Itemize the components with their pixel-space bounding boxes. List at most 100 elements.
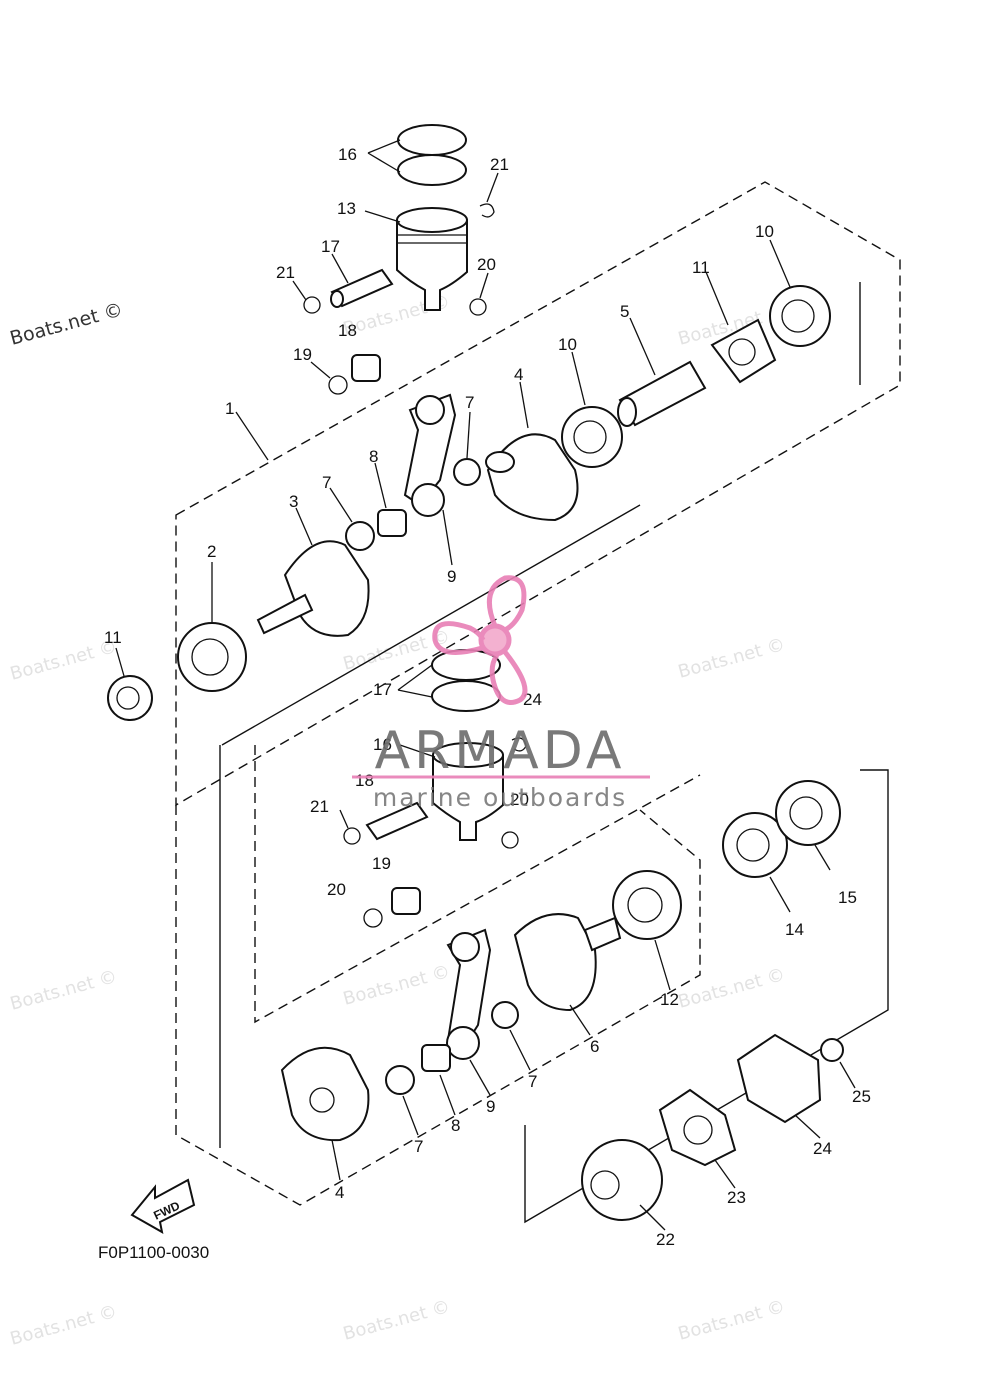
thrust-washer-part [453,458,481,486]
callout-label: 21 [490,155,509,174]
callout-label: 11 [104,628,122,647]
circlip-part [511,737,527,752]
coupling-part [710,318,777,384]
watermark-text: Boats.net © [8,1301,120,1350]
callout-label: 24 [523,690,542,709]
callout-label: 11 [692,258,710,277]
callout-label: 13 [337,199,356,218]
coupling-hub-part [581,1139,663,1221]
circlip-part [343,827,361,845]
drawing-code: F0P1100-0030 [98,1243,209,1262]
piston-ring-part [397,154,467,186]
logo-name: ARMADA [375,721,626,781]
callout-label: 10 [558,335,577,354]
assembly-outlines [175,181,901,1224]
upper-crank-assembly-outline [175,181,901,807]
thrust-washer-part [491,1001,519,1029]
lower-parts [280,649,844,1221]
callout-label: 6 [590,1037,599,1056]
watermark-text: Boats.net © [341,961,453,1010]
callout-label: 23 [727,1188,746,1207]
callout-label: 5 [620,302,629,321]
callout-label: 4 [514,365,523,384]
callout-label: 7 [414,1137,423,1156]
callout-label: 7 [528,1072,537,1091]
piston-ring-part [431,680,501,712]
coupling-bracket [524,769,889,1224]
circlip-part [303,296,321,314]
crank-pin-part [256,593,314,635]
watermark-text: Boats.net © [341,1296,453,1345]
needle-bearing-part [421,1044,451,1072]
piston-pin-part [365,801,429,841]
callout-label: 7 [322,473,331,492]
callout-label: 20 [477,255,496,274]
callout-label: 20 [327,880,346,899]
watermark-text: Boats.net © [676,1296,788,1345]
crank-half-part [283,540,370,637]
coupling-flange-part [736,1033,822,1124]
piston-crown-part [432,742,504,768]
oil-seal-part [775,780,841,846]
lower-crank-assembly-outline [175,805,701,1206]
callout-label: 18 [355,771,374,790]
callout-label: 20 [510,790,529,809]
needle-bearing-part [377,509,407,537]
crank-half-part [513,913,597,1012]
callout-label: 17 [321,237,340,256]
piston-ring-part [397,124,467,156]
callout-label: 8 [369,447,378,466]
oil-seal-part [722,812,788,878]
callout-label: 21 [310,797,329,816]
callout-label: 3 [289,492,298,511]
logo-tagline: marine outboards [373,783,627,812]
callout-label: 10 [755,222,774,241]
watermark-text: Boats.net © [8,299,126,350]
lower-bracket-top [221,504,641,746]
washer-part [469,298,487,316]
callout-label: 8 [451,1116,460,1135]
watermark-text: Boats.net © [8,636,120,685]
cage-bearing-part [385,1065,415,1095]
leader-lines [115,139,856,1231]
upper-parts [107,124,831,721]
needle-bearing-part [391,887,421,915]
washer-part [363,908,383,928]
callout-label: 14 [785,920,804,939]
callout-label: 16 [373,735,392,754]
o-ring-part [820,1038,844,1062]
needle-bearing-part [351,354,381,382]
armada-logo: ARMADA marine outboards [352,575,650,812]
propeller-icon [432,575,528,705]
callout-label: 22 [656,1230,675,1249]
callout-label: 9 [447,567,456,586]
callout-numbers: 16 21 13 17 21 20 18 19 5 11 10 10 4 7 1… [104,145,871,1249]
ball-bearing-part [561,406,623,468]
callout-label: 1 [225,399,234,418]
callout-label: 19 [372,854,391,873]
callout-label: 21 [276,263,295,282]
callout-label: 25 [852,1087,871,1106]
callout-label: 7 [465,393,474,412]
crank-pin-part [583,916,622,952]
callout-label: 16 [338,145,357,164]
oil-seal-part [107,675,153,721]
ball-bearing-part [769,285,831,347]
washer-part [328,375,348,395]
crank-half-part [280,1046,370,1142]
cage-bearing-part [345,521,375,551]
watermark-text: Boats.net © [8,966,120,1015]
callout-label: 18 [338,321,357,340]
watermark-text: Boats.net © [676,634,788,683]
callout-label: 24 [813,1139,832,1158]
ball-bearing-part [612,870,682,940]
callout-label: 17 [373,680,392,699]
washer-part [501,831,519,849]
callout-label: 4 [335,1183,344,1202]
circlip-part [479,203,495,218]
main-bearing-part [177,622,247,692]
callout-label: 19 [293,345,312,364]
callout-label: 2 [207,542,216,561]
callout-label: 9 [486,1097,495,1116]
